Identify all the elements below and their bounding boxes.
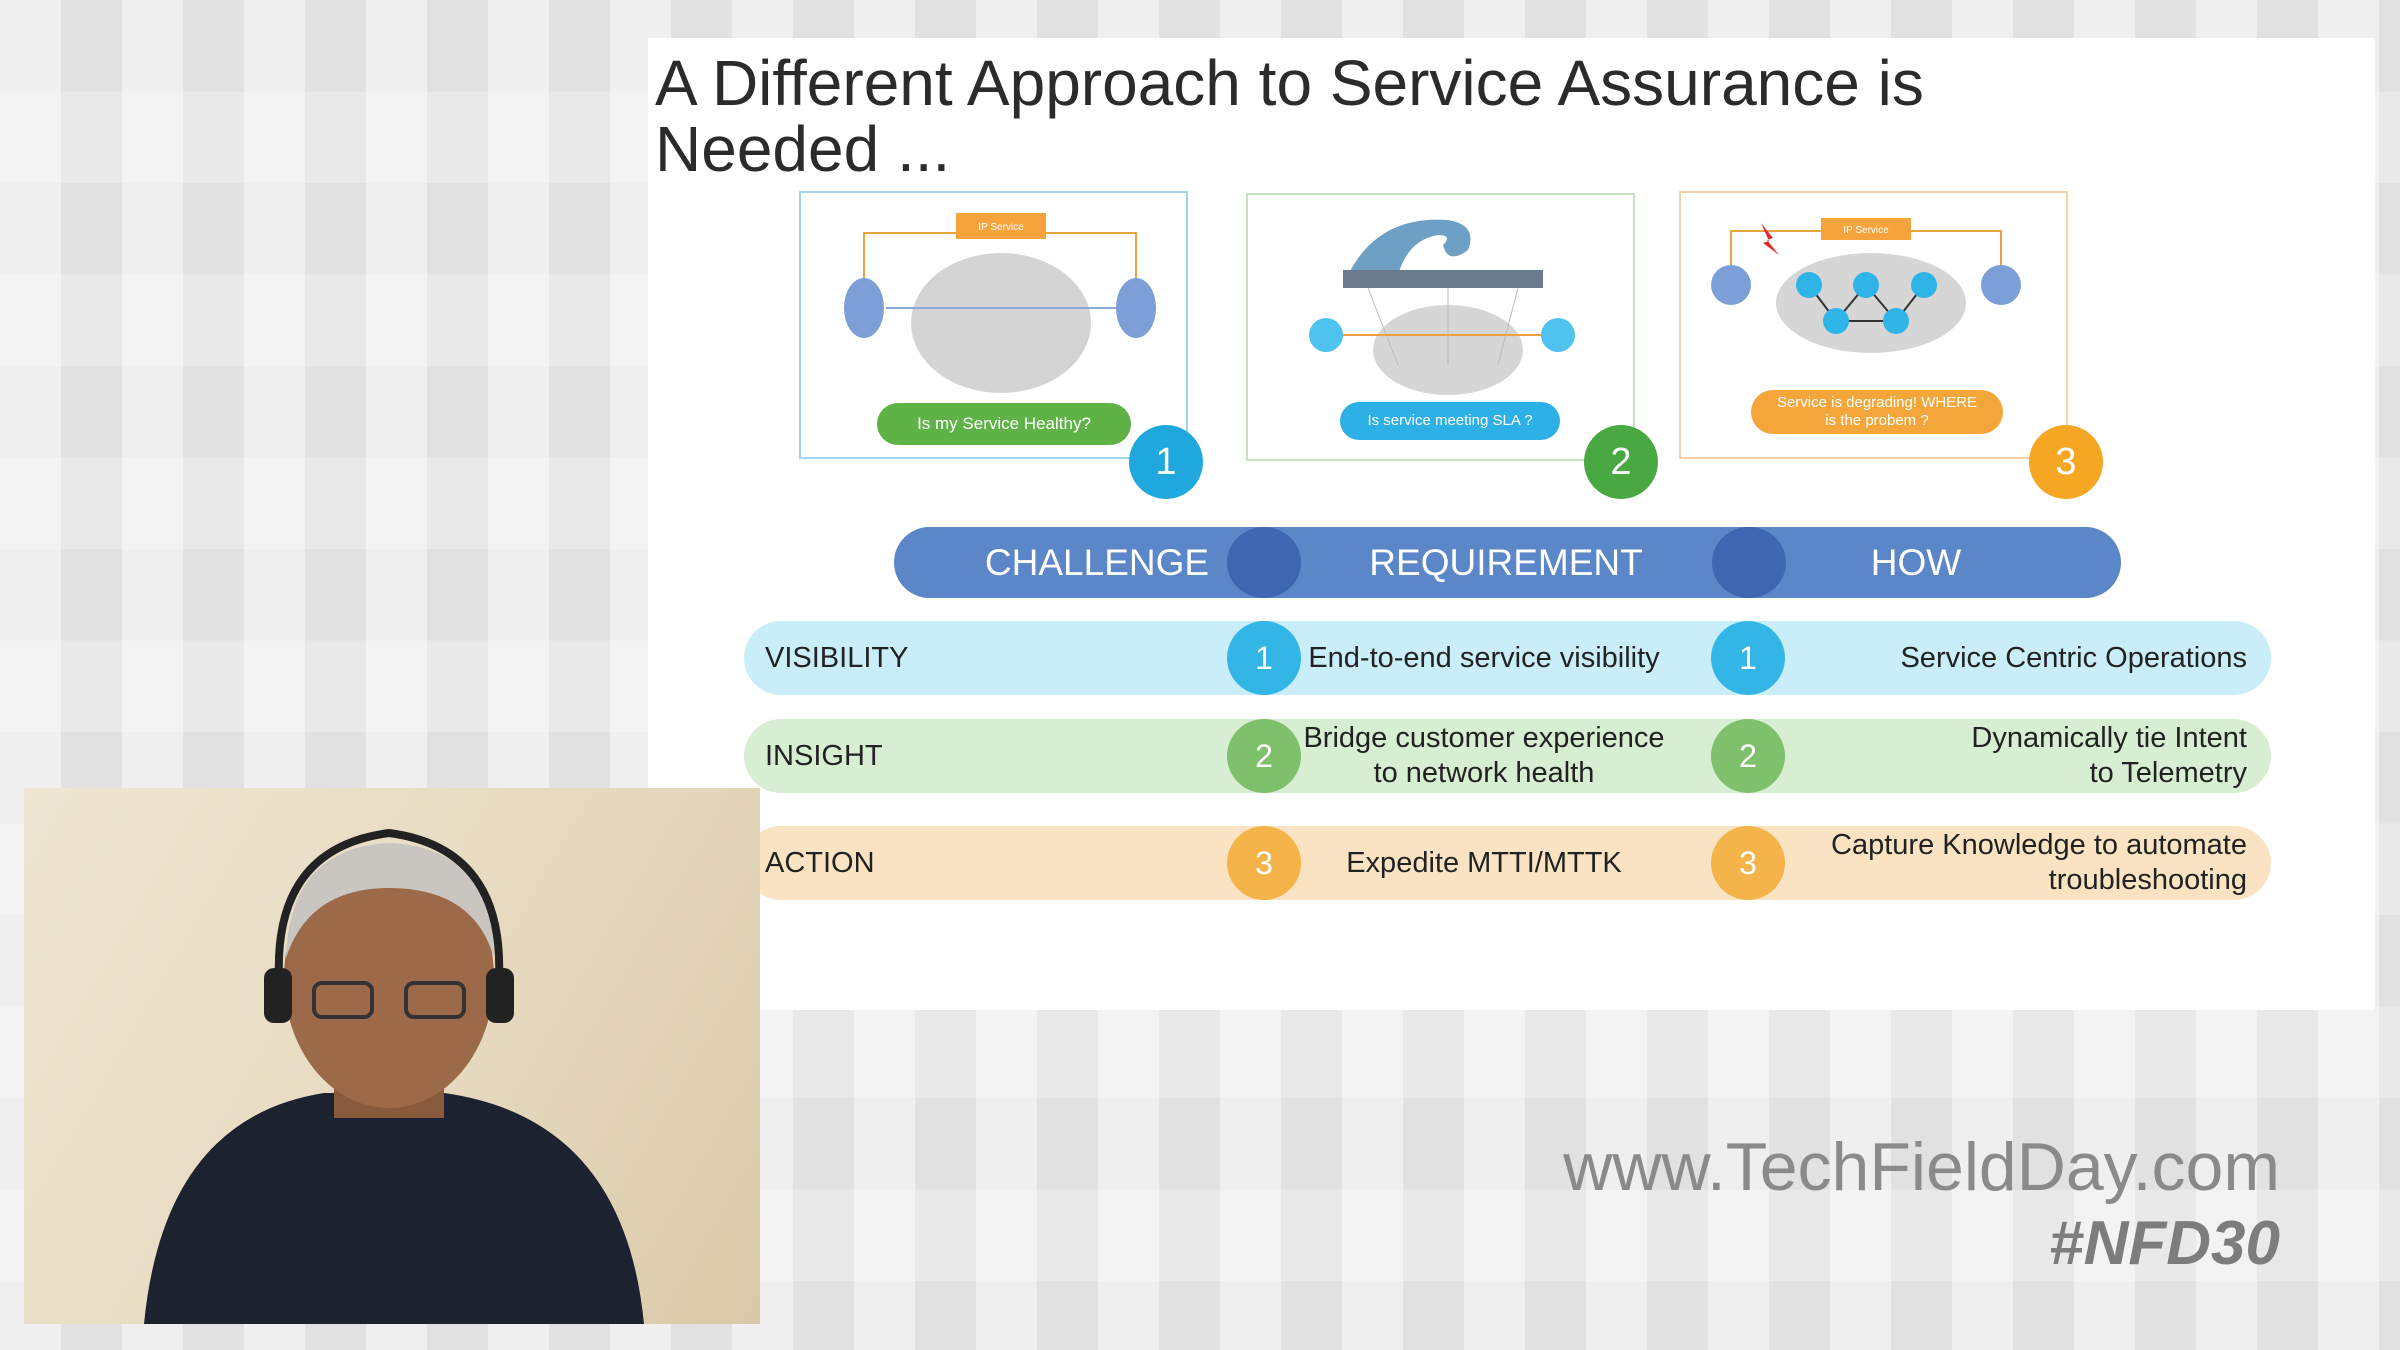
- caption-pill: Service is degrading! WHERE is the probe…: [1751, 390, 2003, 434]
- number-dot: 1: [1711, 621, 1785, 695]
- header-requirement: REQUIREMENT: [1369, 542, 1643, 583]
- caption-pill: Is my Service Healthy?: [877, 403, 1131, 445]
- number-dot: 2: [1711, 719, 1785, 793]
- panel-degrading: IP Service Service is degrading! WHERE i…: [1679, 191, 2068, 459]
- degraded-network-diagram: IP Service: [1711, 218, 2021, 353]
- table-row-action: ACTION 3 Expedite MTTI/MTTK 3 Capture Kn…: [744, 826, 2271, 900]
- table-row-visibility: VISIBILITY 1 End-to-end service visibili…: [744, 621, 2271, 695]
- number-dot: 1: [1227, 621, 1301, 695]
- number-dot: 3: [1711, 826, 1785, 900]
- challenge-label: INSIGHT: [765, 740, 883, 772]
- ip-service-tag: IP Service: [1843, 225, 1889, 236]
- watermark-url: www.TechFieldDay.com: [1563, 1129, 2280, 1205]
- ip-service-tag: IP Service: [978, 222, 1024, 233]
- requirement-text: Bridge customer experience to network he…: [1303, 722, 1665, 789]
- network-cloud-diagram: IP Service: [844, 213, 1156, 393]
- column-header-bar: CHALLENGE REQUIREMENT HOW: [894, 527, 2121, 598]
- header-separator-dot: [1712, 527, 1786, 598]
- header-how: HOW: [1870, 542, 1962, 583]
- number-dot: 2: [1227, 719, 1301, 793]
- how-text: Service Centric Operations: [1900, 641, 2247, 674]
- panel-service-healthy: IP Service Is my Service Healthy?: [799, 191, 1188, 459]
- step-badge-3: 3: [2029, 425, 2103, 499]
- challenge-label: ACTION: [765, 847, 875, 879]
- how-text: Dynamically tie Intent to Telemetry: [1971, 722, 2247, 789]
- requirement-text: End-to-end service visibility: [1308, 641, 1660, 674]
- watermark-hashtag: #NFD30: [2049, 1209, 2280, 1278]
- presenter-video: [24, 788, 760, 1324]
- how-text: Capture Knowledge to automate troublesho…: [1831, 829, 2247, 896]
- presenter-figure: [144, 828, 644, 1324]
- panel-sla: Is service meeting SLA ?: [1246, 193, 1635, 461]
- table-row-insight: INSIGHT 2 Bridge customer experience to …: [744, 719, 2271, 793]
- requirement-text: Expedite MTTI/MTTK: [1346, 846, 1622, 879]
- number-dot: 3: [1227, 826, 1301, 900]
- challenge-label: VISIBILITY: [765, 642, 909, 674]
- header-challenge: CHALLENGE: [984, 542, 1210, 583]
- step-badge-2: 2: [1584, 425, 1658, 499]
- slide-title: A Different Approach to Service Assuranc…: [655, 47, 1924, 185]
- presentation-slide: A Different Approach to Service Assuranc…: [648, 38, 2375, 1010]
- header-separator-dot: [1227, 527, 1301, 598]
- wave-network-diagram: [1309, 219, 1575, 395]
- caption-pill: Is service meeting SLA ?: [1340, 402, 1560, 440]
- step-badge-1: 1: [1129, 425, 1203, 499]
